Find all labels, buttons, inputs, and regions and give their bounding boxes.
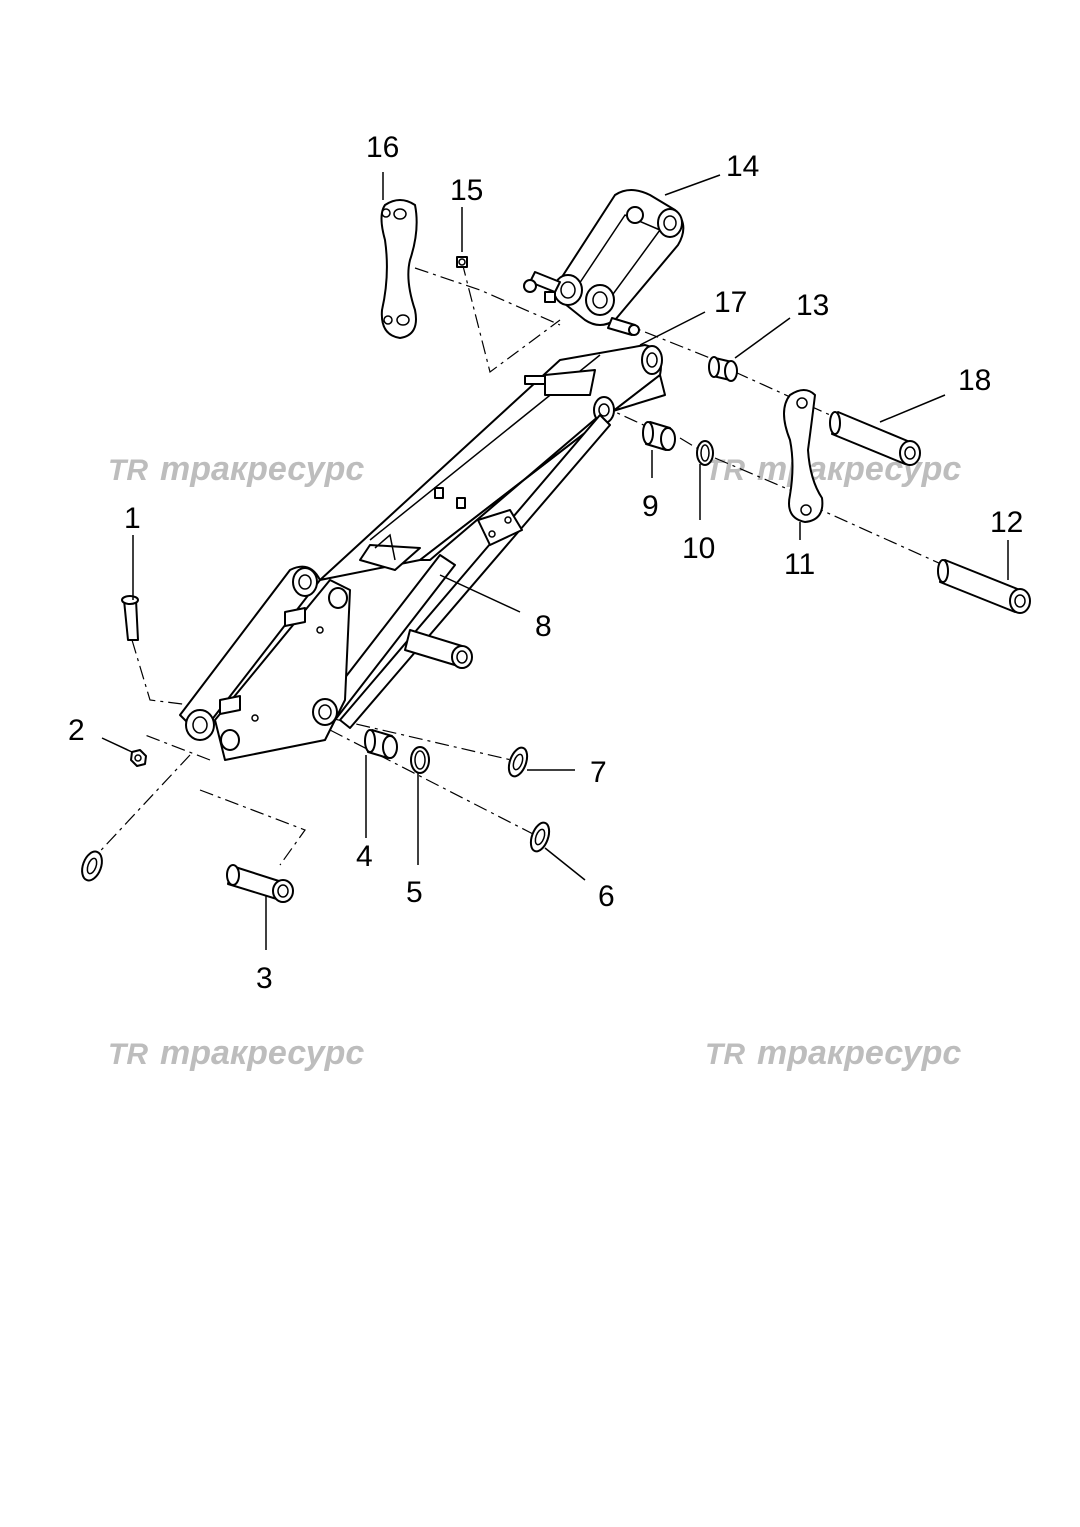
part-4-bushing [364,729,398,759]
callout-9: 9 [642,490,659,523]
part-13-bushing [708,356,738,382]
watermark-logo: TR [108,1038,148,1071]
part-16-link-plate [380,199,418,339]
part-18-pin [829,411,921,466]
watermark-bottom-left: TR тракресурс [108,1034,364,1072]
callout-13: 13 [796,289,829,322]
callout-10: 10 [682,532,715,565]
watermark-top-left: TR тракресурс [108,450,364,488]
callout-7: 7 [590,756,607,789]
callout-17: 17 [714,286,747,319]
part-6-washer [529,821,551,853]
callout-5: 5 [406,876,423,909]
part-12-pin [937,559,1031,614]
leader-lines [101,172,1009,950]
callout-labels: 1 2 3 4 5 6 7 8 9 10 11 12 13 14 15 16 1… [68,131,1023,995]
callout-3: 3 [256,962,273,995]
callout-11: 11 [784,548,815,581]
part-15-grease-nipple [456,256,468,268]
watermark-logo: TR [108,454,148,487]
watermark-bottom-right: TR тракресурс [705,1034,961,1072]
watermark-text: тракресурс [160,1034,364,1072]
watermark-text: тракресурс [757,1034,961,1072]
watermark-logo: TR [705,1038,745,1071]
part-3-pin [226,864,294,903]
watermark-top-right: TR тракресурс [705,450,961,488]
part-10-ring [696,440,714,466]
part-1-bolt [121,595,139,641]
callout-18: 18 [958,364,991,397]
part-14-upper-link [523,189,685,326]
callout-14: 14 [726,150,759,183]
callout-1: 1 [124,502,141,535]
part-11-link-plate [783,389,824,523]
callout-15: 15 [450,174,483,207]
callout-6: 6 [598,880,615,913]
callout-12: 12 [990,506,1023,539]
part-2-nut [130,749,147,767]
callout-2: 2 [68,714,85,747]
watermark-text: тракресурс [757,450,961,488]
callout-16: 16 [366,131,399,164]
washer-left [81,850,103,882]
part-5-ring [410,746,430,774]
watermark-text: тракресурс [160,450,364,488]
callout-8: 8 [535,610,552,643]
part-8-boom-arm [179,344,666,761]
part-17-pin [607,317,640,336]
part-7-washer [507,746,529,778]
callout-4: 4 [356,840,373,873]
part-9-bushing [642,421,676,451]
